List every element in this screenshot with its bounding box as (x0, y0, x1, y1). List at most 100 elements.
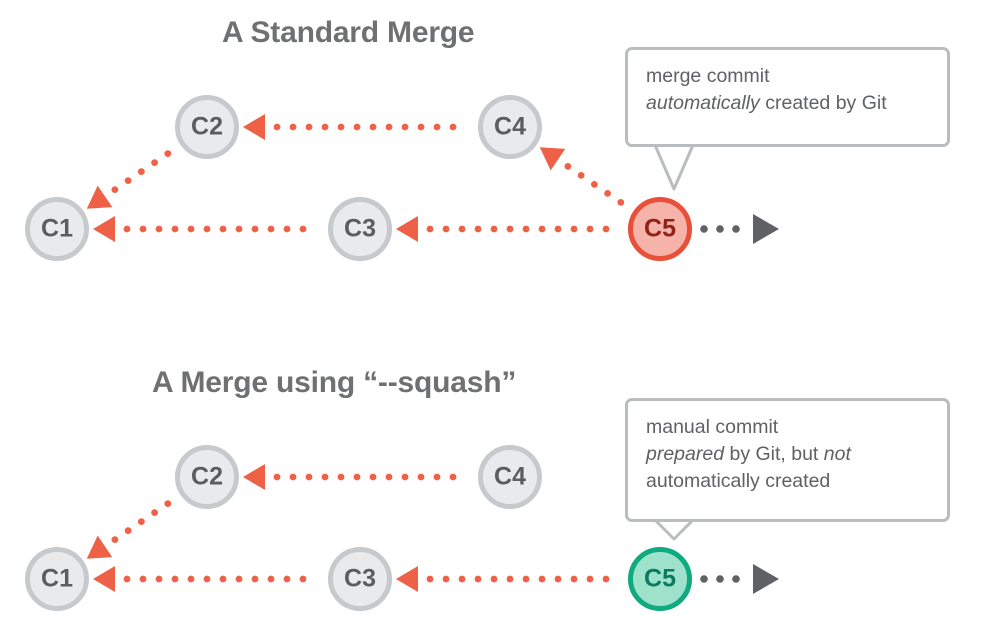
edge-dot (273, 473, 281, 481)
edge-standard-merge-c2-to-c1 (86, 150, 172, 209)
edge-dot (187, 225, 195, 233)
edge-dot (564, 162, 572, 170)
callout-text: created by Git (759, 92, 887, 114)
edge-dot (433, 473, 441, 481)
edge-dot (554, 575, 562, 583)
edge-dot (203, 575, 211, 583)
arrowhead-standard-merge-c2-to-c1 (86, 185, 113, 209)
edges-standard-merge (86, 114, 625, 242)
commit-node-standard-merge-c2[interactable] (175, 95, 239, 159)
edge-dot (289, 123, 297, 131)
commit-node-standard-merge-c3[interactable] (328, 197, 392, 261)
future-marker-standard-merge (700, 214, 779, 244)
edge-dot (602, 225, 610, 233)
edge-dot (219, 225, 227, 233)
edge-dot (417, 473, 425, 481)
edge-dot (139, 575, 147, 583)
edges-squash-merge (86, 464, 610, 592)
edge-dot (490, 575, 498, 583)
edge-dot (442, 225, 450, 233)
commit-node-standard-merge-c4[interactable] (478, 95, 542, 159)
callout-text: by Git, but (724, 443, 824, 465)
edge-dot (273, 123, 281, 131)
edge-dot (305, 123, 313, 131)
edge-dot (171, 225, 179, 233)
edge-dot (235, 575, 243, 583)
arrowhead-squash-merge-c4-to-c2 (243, 464, 265, 490)
edge-dot (321, 473, 329, 481)
edge-dot (123, 225, 131, 233)
edge-dot (137, 168, 145, 176)
callout-line: automatically created by Git (646, 90, 931, 117)
commit-node-squash-merge-c1[interactable] (25, 547, 89, 611)
edge-standard-merge-c5-to-c4 (539, 147, 625, 206)
edge-dot (267, 225, 275, 233)
arrowhead-squash-merge-c3-to-c1 (93, 566, 115, 592)
edge-dot (506, 575, 514, 583)
edge-dot (449, 123, 457, 131)
edge-dot (458, 225, 466, 233)
edge-dot (251, 225, 259, 233)
edge-dot (151, 159, 158, 167)
edge-dot (299, 575, 307, 583)
arrowhead-standard-merge-c5-to-c3 (396, 216, 418, 242)
arrowhead-standard-merge-c5-to-c4 (539, 147, 566, 171)
edge-dot (433, 123, 441, 131)
future-dot (700, 575, 708, 583)
edge-dot (187, 575, 195, 583)
edge-dot (426, 575, 434, 583)
future-dot (716, 225, 724, 233)
commit-node-squash-merge-c5[interactable] (628, 547, 692, 611)
nodes-standard-merge (25, 95, 692, 261)
edge-dot (219, 575, 227, 583)
edge-dot (522, 575, 530, 583)
callout-emphasis: prepared (646, 443, 725, 465)
edge-dot (586, 225, 594, 233)
future-dot (716, 575, 724, 583)
edge-dot (449, 473, 457, 481)
edge-dot (155, 575, 163, 583)
callout-text: manual commit (646, 416, 779, 438)
edge-dot (570, 575, 578, 583)
future-marker-squash-merge (700, 564, 779, 594)
callout-text: automatically created (646, 470, 831, 492)
commit-node-standard-merge-c5[interactable] (628, 197, 692, 261)
future-dot (700, 225, 708, 233)
edge-dot (251, 575, 259, 583)
callout-line: merge commit (646, 63, 931, 90)
edge-dot (353, 473, 361, 481)
edge-dot (111, 186, 119, 194)
edge-dot (369, 473, 377, 481)
edge-dot (151, 509, 158, 517)
edge-dot (474, 575, 482, 583)
edge-dot (385, 473, 393, 481)
squash-merge-title: A Merge using “--squash” (152, 366, 517, 399)
commit-node-squash-merge-c3[interactable] (328, 547, 392, 611)
commit-node-squash-merge-c4[interactable] (478, 445, 542, 509)
edge-dot (235, 225, 243, 233)
edge-dot (124, 527, 132, 535)
edge-dot (570, 225, 578, 233)
callout-line: manual commit (646, 414, 931, 441)
callout-line: prepared by Git, but not (646, 441, 931, 468)
future-arrow-icon (753, 214, 779, 244)
edge-dot (155, 225, 163, 233)
edge-dot (401, 473, 409, 481)
edge-dot (385, 123, 393, 131)
future-dot (732, 575, 740, 583)
nodes-squash-merge (25, 445, 692, 611)
callout-tail-shape (653, 143, 695, 191)
edge-dot (171, 575, 179, 583)
diagram-squash-merge (25, 445, 779, 611)
edge-squash-merge-c4-to-c2 (243, 464, 457, 490)
commit-node-squash-merge-c2[interactable] (175, 445, 239, 509)
edge-dot (417, 123, 425, 131)
edge-dot (577, 171, 585, 179)
edge-dot (506, 225, 514, 233)
future-dot (732, 225, 740, 233)
edge-dot (267, 575, 275, 583)
edge-dot (337, 473, 345, 481)
commit-node-standard-merge-c1[interactable] (25, 197, 89, 261)
